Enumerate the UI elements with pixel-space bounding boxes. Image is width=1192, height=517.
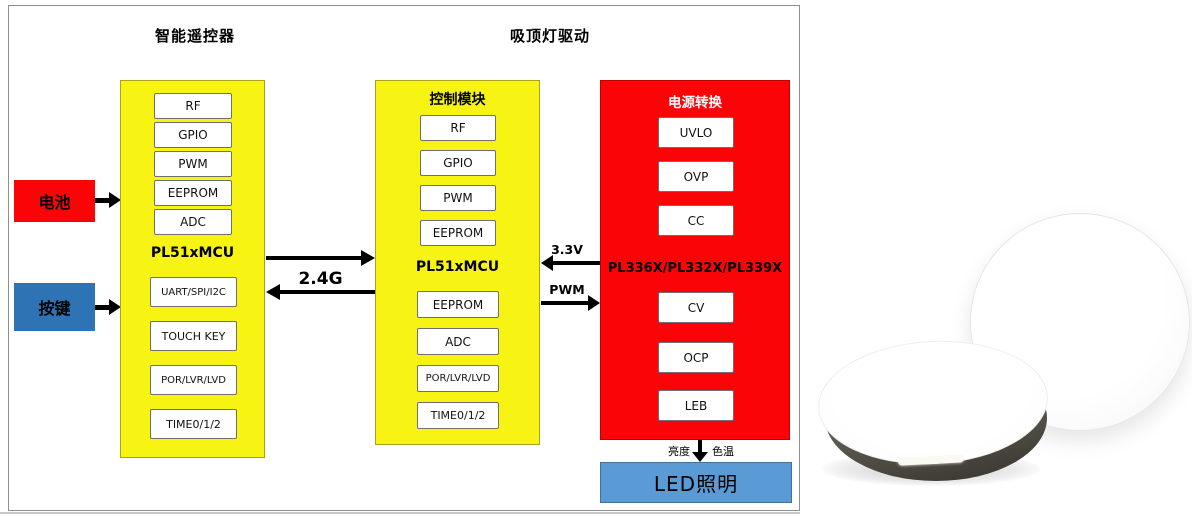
control-chip-label: PL51xMCU (415, 259, 500, 275)
module-ocp: OCP (658, 342, 734, 373)
module-eeprom: EEPROM (420, 220, 496, 246)
module-adc: ADC (417, 328, 499, 355)
module-timer: TIME0/1/2 (150, 409, 237, 439)
pwm-signal-label: PWM (549, 282, 585, 297)
power-rail-label: 3.3V (551, 242, 583, 257)
rf-link-label: 2.4G (298, 269, 343, 289)
control-module-block: 控制模块 RF GPIO PWM EEPROM PL51xMCU EEPROM … (375, 80, 540, 445)
module-pwm: PWM (420, 185, 496, 211)
section-title-driver: 吸顶灯驱动 (509, 27, 590, 45)
module-rf: RF (420, 115, 496, 141)
module-por-lvr-lvd: POR/LVR/LVD (150, 365, 237, 395)
remote-chip-label: PL51xMCU (150, 245, 235, 261)
module-cv: CV (658, 292, 734, 323)
lamp-back-disc (970, 213, 1190, 431)
led-lighting-box: LED照明 (600, 462, 792, 503)
module-leb: LEB (658, 390, 734, 421)
power-chip-label: PL336X/PL332X/PL339X (607, 261, 783, 276)
module-adc: ADC (154, 209, 232, 235)
pwm-arrow-right (541, 295, 600, 311)
brightness-label: 亮度 (668, 445, 690, 458)
rf-link-arrow-left (266, 284, 375, 300)
module-ovp: OVP (658, 161, 734, 192)
control-module-title: 控制模块 (429, 92, 486, 108)
module-eeprom: EEPROM (154, 180, 232, 206)
module-por-lvr-lvd: POR/LVR/LVD (417, 365, 499, 392)
power-block-title: 电源转换 (668, 95, 722, 111)
module-pwm: PWM (154, 151, 232, 177)
module-eeprom2: EEPROM (417, 291, 499, 318)
keys-arrow (95, 299, 121, 315)
ceiling-lamp-photo (800, 0, 1192, 517)
remote-mcu-block: RF GPIO PWM EEPROM ADC PL51xMCU UART/SPI… (120, 80, 265, 458)
power-rail-arrow-left (541, 255, 600, 271)
module-uvlo: UVLO (658, 117, 734, 148)
section-title-remote: 智能遥控器 (154, 27, 235, 45)
keys-box: 按键 (14, 283, 95, 331)
led-arrow-down (692, 440, 708, 462)
color-temp-label: 色温 (712, 445, 734, 458)
module-rf: RF (154, 93, 232, 119)
window-bottom-edge (0, 512, 1192, 514)
battery-arrow (95, 192, 121, 208)
module-gpio: GPIO (420, 150, 496, 176)
power-conversion-block: 电源转换 UVLO OVP CC PL336X/PL332X/PL339X CV… (600, 80, 790, 440)
module-timer: TIME0/1/2 (417, 402, 499, 429)
module-uart-spi-i2c: UART/SPI/I2C (150, 277, 237, 307)
battery-box: 电池 (14, 180, 95, 222)
module-touch-key: TOUCH KEY (150, 321, 237, 351)
module-gpio: GPIO (154, 122, 232, 148)
module-cc: CC (658, 205, 734, 236)
rf-link-arrow-right (266, 250, 375, 266)
